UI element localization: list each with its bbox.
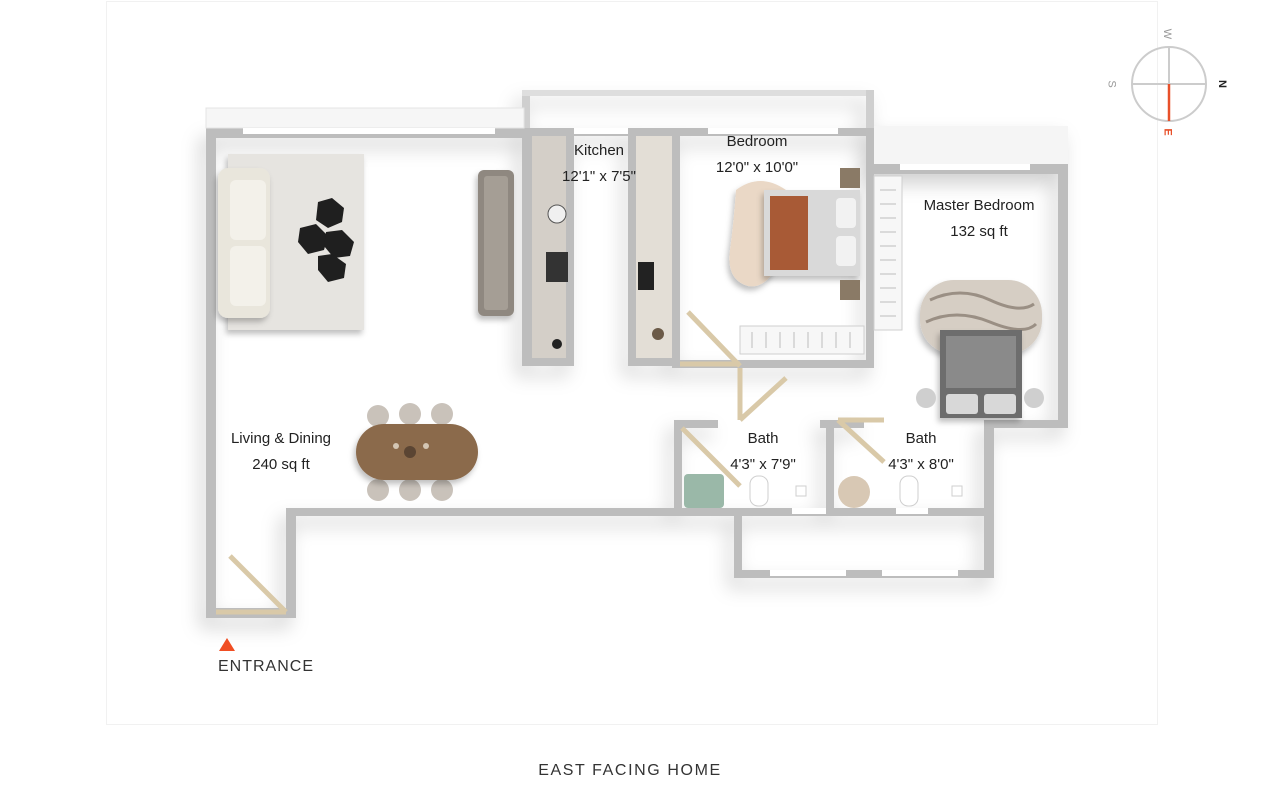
compass-east-label: E [1161,128,1174,136]
compass-rose-icon [1131,46,1207,122]
living-room-name: Living & Dining [230,430,332,447]
kitchen-name: Kitchen [573,142,625,159]
windows [243,128,1030,576]
bath-1-size: 4'3" x 7'9" [730,456,796,473]
doors [216,310,886,615]
compass: W S N E [1100,20,1240,145]
master-furniture [873,175,1044,418]
bath-2-name: Bath [905,430,937,447]
bedroom-size: 12'0" x 10'0" [715,159,799,176]
bedroom-name: Bedroom [726,133,788,150]
compass-south-label: S [1105,80,1118,88]
bath-fixtures [684,474,963,508]
compass-north-label: N [1215,80,1228,88]
entrance-arrow-icon [219,638,235,651]
plan-title: EAST FACING HOME [538,762,722,779]
dining-table [356,403,478,501]
master-bedroom-size: 132 sq ft [950,223,1008,240]
bath-2-size: 4'3" x 8'0" [888,456,954,473]
entrance-label: ENTRANCE [218,658,315,675]
bedroom-furniture [729,168,865,355]
living-room-size: 240 sq ft [252,456,310,473]
compass-west-label: W [1161,28,1174,40]
kitchen-counters [532,136,672,358]
living-furniture [218,154,514,330]
kitchen-size: 12'1" x 7'5" [562,168,636,185]
master-bedroom-name: Master Bedroom [923,197,1035,214]
bath-1-name: Bath [747,430,779,447]
